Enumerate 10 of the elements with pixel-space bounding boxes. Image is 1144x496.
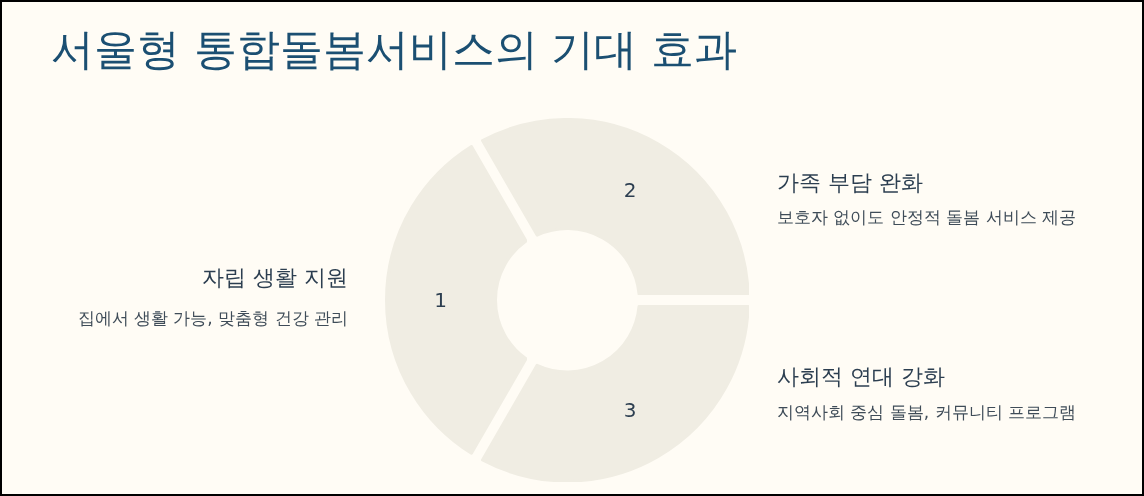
segment-number: 3 (623, 399, 637, 420)
effect-description: 지역사회 중심 돌봄, 커뮤니티 프로그램 (777, 402, 1076, 423)
segment-number: 1 (434, 290, 447, 310)
effect-description: 집에서 생활 가능, 맞춤형 건강 관리 (77, 308, 348, 329)
diagram-title: 서울형 통합돌봄서비스의 기대 효과 (51, 24, 737, 76)
segment-number: 2 (623, 180, 637, 201)
effect-description: 보호자 없이도 안정적 돌봄 서비스 제공 (777, 207, 1076, 228)
effect-heading: 자립 생활 지원 (202, 265, 348, 292)
effect-heading: 사회적 연대 강화 (777, 364, 945, 391)
effect-heading: 가족 부담 완화 (777, 170, 923, 197)
